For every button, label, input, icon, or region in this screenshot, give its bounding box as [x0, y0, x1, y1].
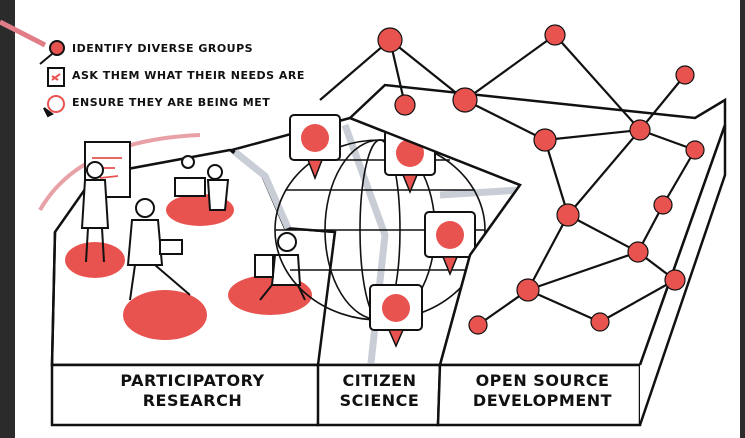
label-line: RESEARCH [142, 391, 243, 410]
network-node [685, 140, 705, 160]
red-mat [123, 290, 207, 340]
magnifier-icon [39, 40, 65, 65]
label-open-source-development: OPEN SOURCE DEVELOPMENT [445, 371, 640, 411]
legend-item-ask: ASK THEM WHAT THEIR NEEDS ARE [72, 69, 305, 82]
network-node [675, 65, 695, 85]
map-pin [369, 284, 423, 348]
network-node [533, 128, 557, 152]
person-laptop [126, 198, 191, 301]
corner-stroke [0, 19, 47, 48]
platform-participatory-research [38, 133, 337, 427]
network-node [544, 24, 566, 46]
clipboard-icon [47, 67, 65, 87]
network-node [394, 94, 416, 116]
network-node [377, 27, 403, 53]
network-node [627, 241, 649, 263]
map-pin [424, 211, 476, 276]
network-node [556, 203, 580, 227]
network-edges [319, 34, 696, 326]
label-citizen-science: CITIZEN SCIENCE [322, 371, 437, 411]
network-nodes [377, 24, 705, 335]
legend-text: ENSURE THEY ARE BEING MET [72, 96, 271, 109]
legend-text: ASK THEM WHAT THEIR NEEDS ARE [72, 69, 305, 82]
legend-text: IDENTIFY DIVERSE GROUPS [72, 42, 254, 55]
red-mat [65, 242, 125, 278]
network-node [590, 312, 610, 332]
label-participatory-research: PARTICIPATORY RESEARCH [80, 371, 305, 411]
network-node [629, 119, 651, 141]
legend-item-identify: IDENTIFY DIVERSE GROUPS [72, 42, 253, 55]
network-node [452, 87, 478, 113]
label-line: PARTICIPATORY [120, 371, 265, 390]
label-line: DEVELOPMENT [472, 391, 613, 410]
platform-open-source [319, 24, 727, 427]
person-presenter [80, 161, 110, 263]
cursor-target-icon [43, 95, 65, 118]
platform-citizen-science [229, 114, 525, 427]
network-node [664, 269, 686, 291]
network-node [516, 278, 540, 302]
label-line: SCIENCE [339, 391, 420, 410]
map-pin [289, 114, 341, 181]
network-node [653, 195, 673, 215]
label-line: OPEN SOURCE [475, 371, 610, 390]
label-line: CITIZEN [342, 371, 417, 390]
network-node [468, 315, 488, 335]
legend-item-ensure: ENSURE THEY ARE BEING MET [72, 96, 270, 109]
person-desk [174, 155, 230, 211]
